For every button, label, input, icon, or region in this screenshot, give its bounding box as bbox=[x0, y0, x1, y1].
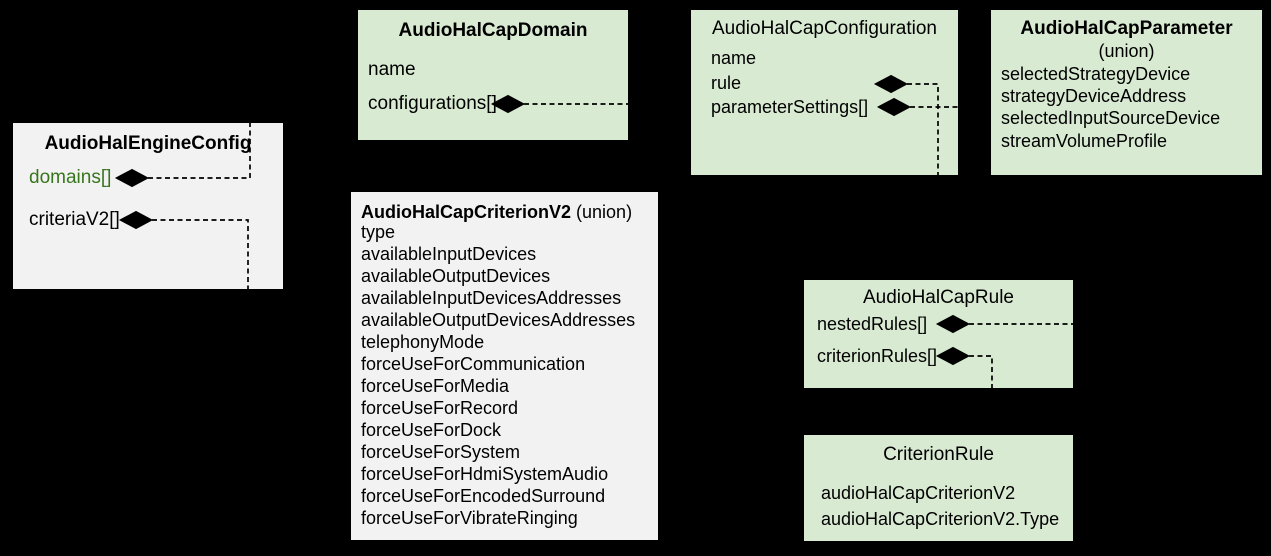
field-forceuseforhdmisystemaudio: forceUseForHdmiSystemAudio bbox=[361, 464, 609, 484]
field-name: name bbox=[368, 59, 416, 80]
class-box-audio-hal-cap-rule: AudioHalCapRule nestedRules[] criterionRul… bbox=[804, 280, 1073, 388]
class-title-text: AudioHalCapParameter bbox=[1020, 18, 1233, 39]
field-audiohalcapcriterionv2: audioHalCapCriterionV2 bbox=[821, 483, 1016, 503]
class-box-audio-hal-cap-domain: AudioHalCapDomain name configurations[] bbox=[358, 10, 628, 140]
class-title-text: AudioHalCapConfiguration bbox=[712, 18, 937, 39]
field-selectedinputsourcedevice: selectedInputSourceDevice bbox=[1001, 108, 1221, 128]
field-selectedstrategydevice: selectedStrategyDevice bbox=[1001, 64, 1191, 84]
field-forceusefordock: forceUseForDock bbox=[361, 420, 502, 440]
field-configurations: configurations[] bbox=[368, 93, 497, 114]
field-criterionrules: criterionRules[] bbox=[817, 346, 938, 366]
class-box-audio-hal-engine-config: AudioHalEngineConfig domains[] criteriaV2[… bbox=[13, 123, 283, 289]
field-type: type bbox=[361, 222, 396, 242]
class-title-text: AudioHalCapRule bbox=[862, 287, 1015, 308]
field-domains: domains[] bbox=[29, 167, 112, 188]
class-box-audio-hal-cap-parameter: AudioHalCapParameter(union) selectedStrat… bbox=[991, 10, 1262, 175]
class-title-audio-hal-engine-config: AudioHalEngineConfig bbox=[13, 132, 283, 156]
field-parametersettings: parameterSettings[] bbox=[711, 97, 869, 117]
class-subtitle-union: (union) bbox=[1098, 41, 1155, 61]
field-availableinputdevicesaddresses: availableInputDevicesAddresses bbox=[361, 288, 622, 308]
class-title-audio-hal-cap-criterion-v2: AudioHalCapCriterionV2 (union) bbox=[351, 200, 658, 224]
field-audiohalcapcriterionv2-type: audioHalCapCriterionV2.Type bbox=[821, 509, 1060, 529]
class-box-criterion-rule: CriterionRule audioHalCapCriterionV2 audio… bbox=[804, 435, 1073, 541]
field-forceuseforrecord: forceUseForRecord bbox=[361, 398, 519, 418]
field-forceuseformedia: forceUseForMedia bbox=[361, 376, 510, 396]
class-title-union-suffix: (union) bbox=[571, 202, 633, 222]
class-title-audio-hal-cap-configuration: AudioHalCapConfiguration bbox=[691, 17, 958, 41]
field-criteriav2: criteriaV2[] bbox=[29, 209, 120, 230]
field-telephonymode: telephonyMode bbox=[361, 332, 485, 352]
class-title-criterion-rule: CriterionRule bbox=[804, 443, 1073, 467]
class-title-audio-hal-cap-domain: AudioHalCapDomain bbox=[358, 19, 628, 43]
field-strategydeviceaddress: strategyDeviceAddress bbox=[1001, 86, 1187, 106]
field-forceuseforcommunication: forceUseForCommunication bbox=[361, 354, 586, 374]
class-title-text: AudioHalEngineConfig bbox=[44, 133, 252, 154]
class-title-text: AudioHalCapDomain bbox=[398, 20, 588, 41]
field-forceuseforencodedsurround: forceUseForEncodedSurround bbox=[361, 486, 606, 506]
field-availableoutputdevices: availableOutputDevices bbox=[361, 266, 551, 286]
field-availableinputdevices: availableInputDevices bbox=[361, 244, 537, 264]
field-forceuseforvibrateringing: forceUseForVibrateRinging bbox=[361, 508, 578, 528]
field-name: name bbox=[711, 48, 757, 68]
field-streamvolumeprofile: streamVolumeProfile bbox=[1001, 131, 1168, 151]
field-forceuseforsystem: forceUseForSystem bbox=[361, 442, 521, 462]
class-box-audio-hal-cap-configuration: AudioHalCapConfiguration name rule paramete… bbox=[691, 10, 958, 175]
class-title-audio-hal-cap-parameter: AudioHalCapParameter bbox=[991, 17, 1262, 41]
class-title-text: CriterionRule bbox=[883, 444, 994, 465]
class-title-text: AudioHalCapCriterionV2 bbox=[361, 202, 572, 222]
class-title-audio-hal-cap-rule: AudioHalCapRule bbox=[804, 286, 1073, 310]
field-rule: rule bbox=[711, 73, 742, 93]
field-availableoutputdevicesaddresses: availableOutputDevicesAddresses bbox=[361, 310, 636, 330]
field-nestedrules: nestedRules[] bbox=[817, 314, 928, 334]
